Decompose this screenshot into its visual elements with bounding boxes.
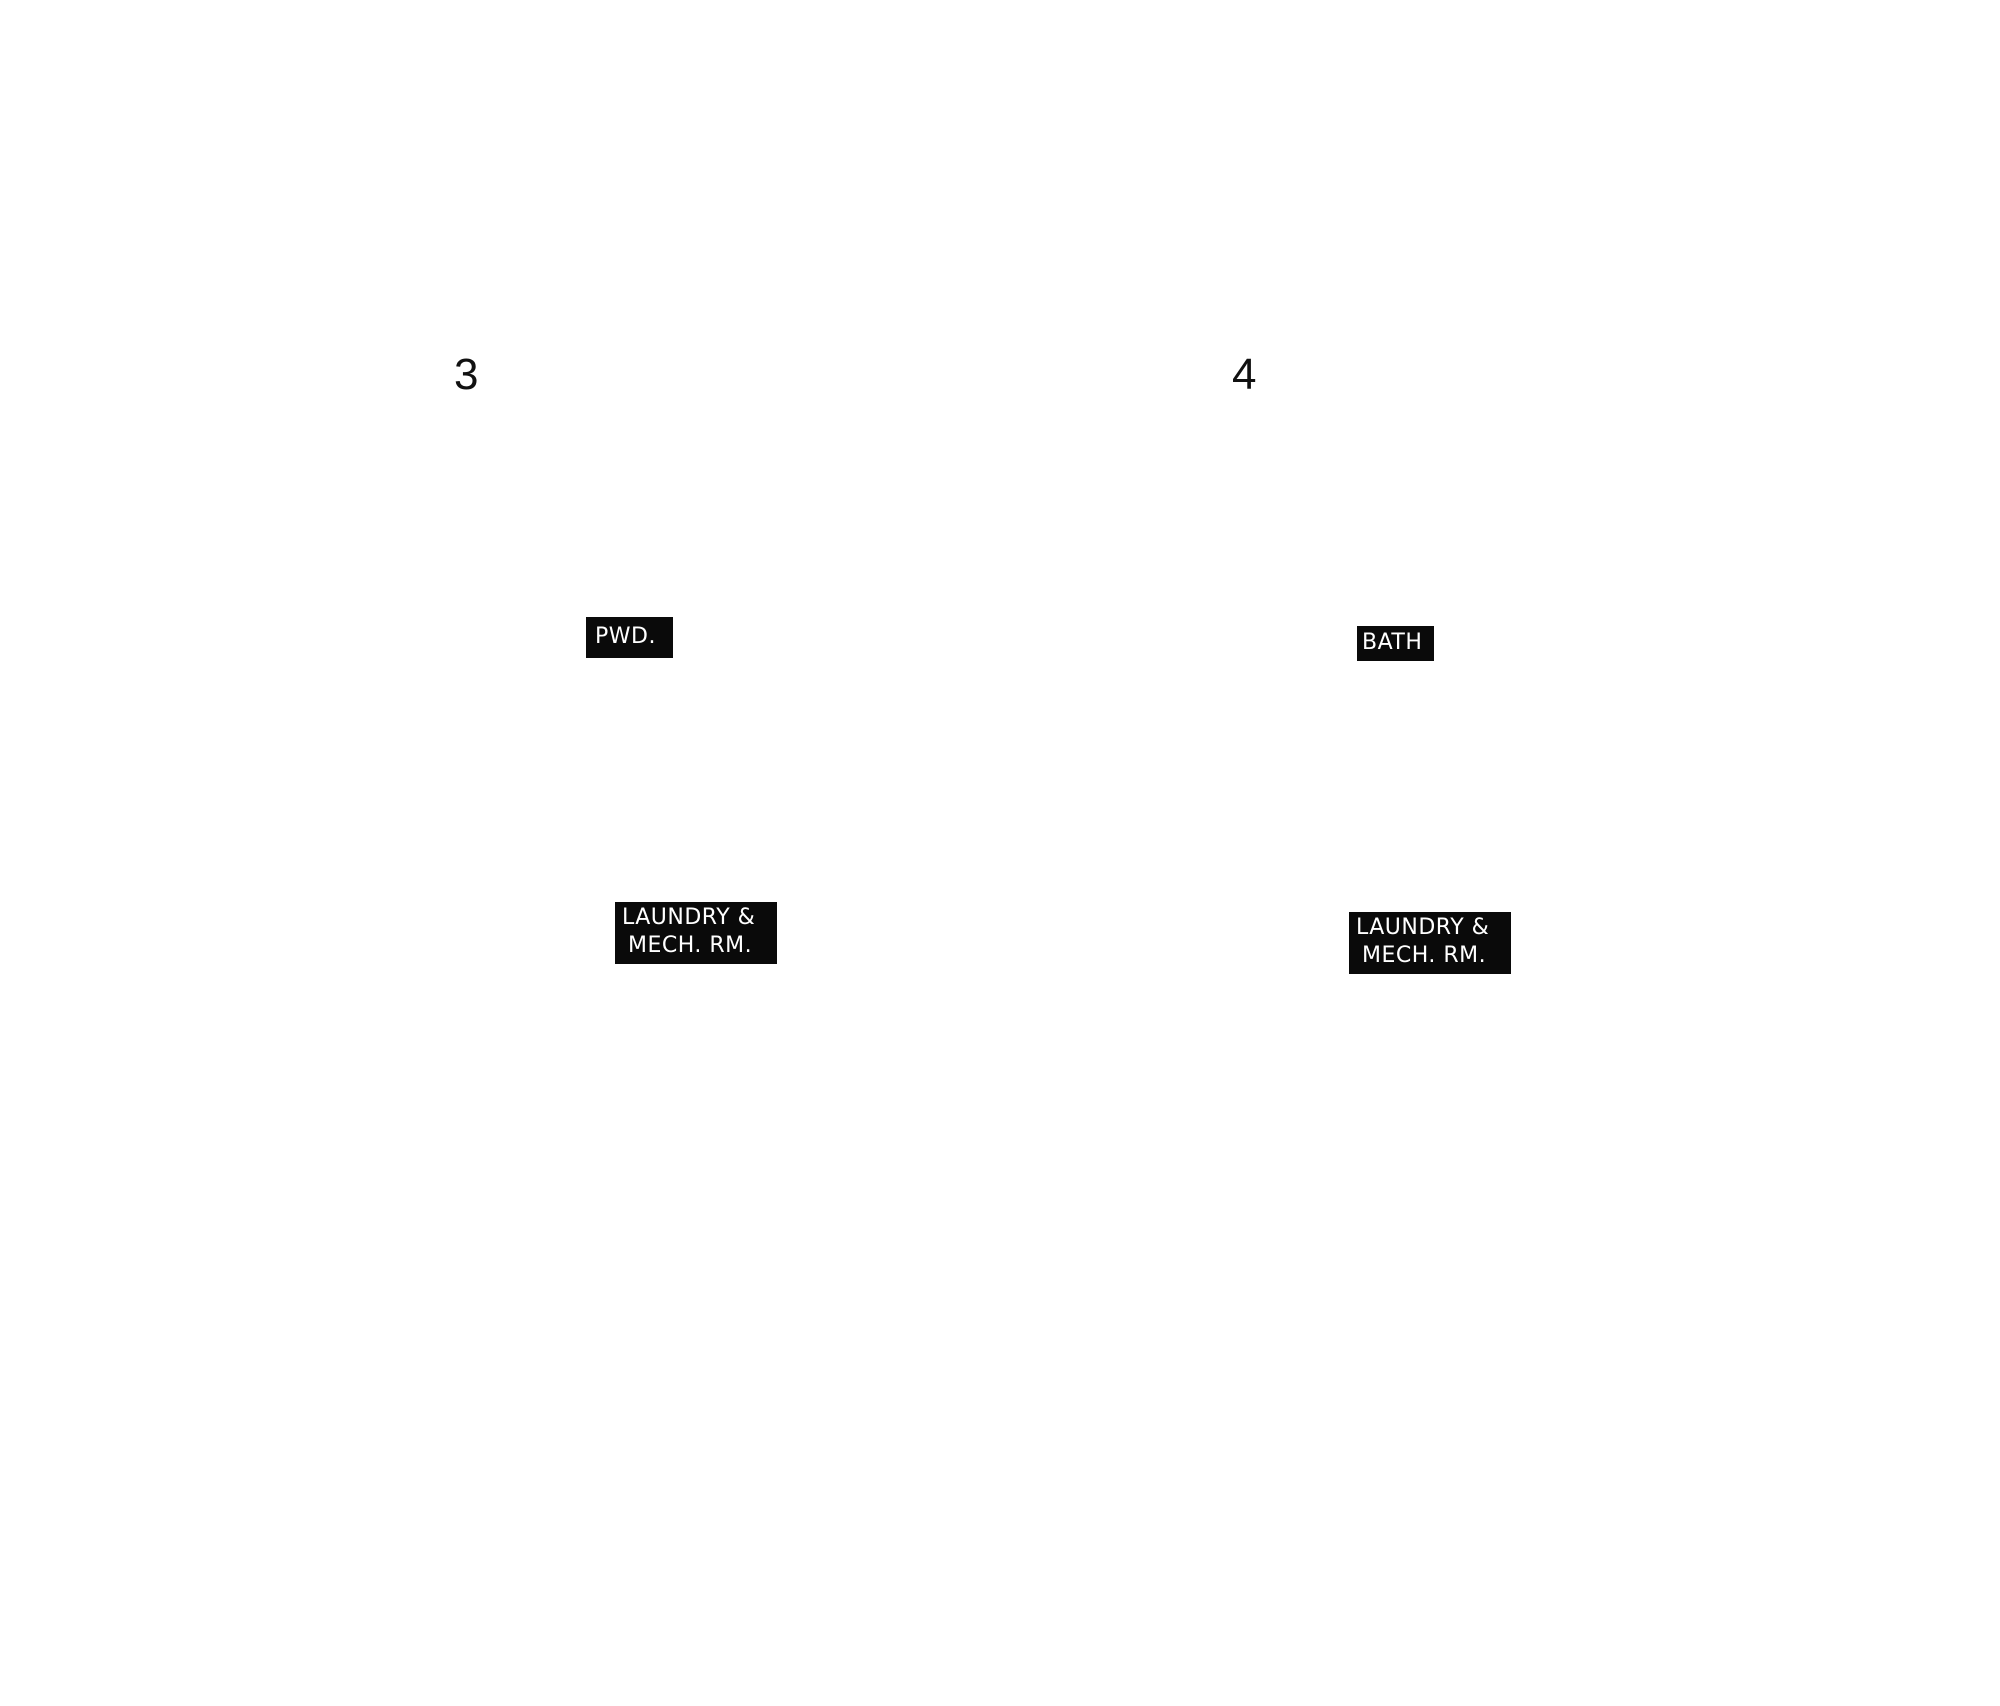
room-label-text: BATH [1362,630,1423,655]
room-label-powder: PWD. [586,617,673,658]
panel-number-4: 4 [1232,350,1257,399]
room-label-laundry-panel-3: LAUNDRY & MECH. RM. [615,902,777,964]
room-label-text-line-2: MECH. RM. [628,933,753,958]
room-label-text-line-2: MECH. RM. [1362,943,1487,968]
room-label-text: PWD. [595,624,656,649]
room-label-text-line-1: LAUNDRY & [1356,915,1490,940]
room-label-text-line-1: LAUNDRY & [622,905,756,930]
room-label-laundry-panel-4: LAUNDRY & MECH. RM. [1349,912,1511,974]
room-label-bath: BATH [1357,626,1434,661]
panel-number-3: 3 [454,350,479,399]
